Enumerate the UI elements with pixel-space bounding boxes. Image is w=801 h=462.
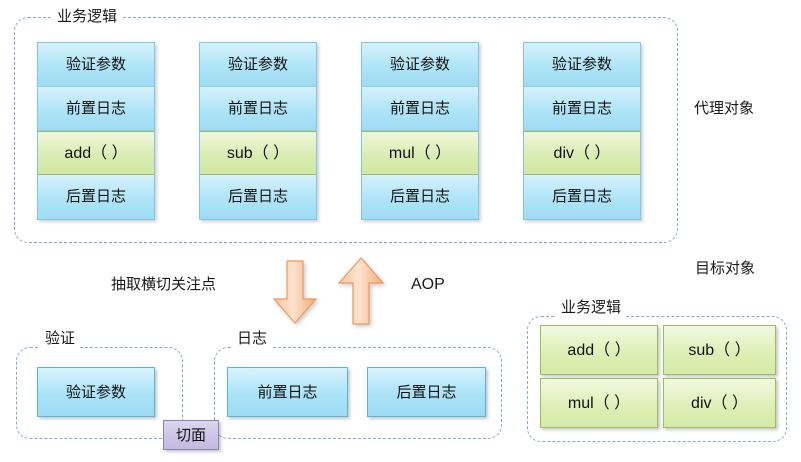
target-business-logic-container	[527, 316, 787, 442]
validate-group-label: 验证	[40, 330, 81, 348]
proxy-object-caption: 代理对象	[694, 100, 755, 117]
log-group-container	[214, 347, 502, 439]
log-group-label: 日志	[232, 330, 273, 348]
stack-cell-post-log: 后置日志	[362, 175, 478, 219]
aop-up-arrow	[337, 257, 385, 325]
stack-cell-method: add（ ）	[38, 131, 154, 175]
target-method-add[interactable]: add（ ）	[540, 325, 658, 375]
stack-cell-post-log: 后置日志	[200, 175, 316, 219]
chip-validate-params[interactable]: 验证参数	[37, 367, 155, 417]
aop-caption: AOP	[411, 276, 445, 293]
extract-crosscutting-caption: 抽取横切关注点	[111, 276, 217, 293]
chip-post-log[interactable]: 后置日志	[367, 367, 486, 417]
stack-cell-validate: 验证参数	[38, 43, 154, 87]
proxy-stack-sub[interactable]: 验证参数 前置日志 sub（ ） 后置日志	[199, 42, 317, 220]
aspect-badge[interactable]: 切面	[163, 420, 219, 450]
proxy-object-container	[14, 17, 678, 243]
stack-cell-pre-log: 前置日志	[362, 87, 478, 131]
target-method-mul[interactable]: mul（ ）	[540, 378, 658, 428]
stack-cell-method: div（ ）	[524, 131, 640, 175]
stack-cell-validate: 验证参数	[362, 43, 478, 87]
stack-cell-method: mul（ ）	[362, 131, 478, 175]
chip-pre-log[interactable]: 前置日志	[227, 367, 348, 417]
proxy-container-label: 业务逻辑	[52, 8, 123, 26]
stack-cell-pre-log: 前置日志	[200, 87, 316, 131]
target-method-sub[interactable]: sub（ ）	[663, 325, 776, 375]
stack-cell-validate: 验证参数	[524, 43, 640, 87]
stack-cell-method: sub（ ）	[200, 131, 316, 175]
stack-cell-post-log: 后置日志	[38, 175, 154, 219]
stack-cell-pre-log: 前置日志	[524, 87, 640, 131]
stack-cell-post-log: 后置日志	[524, 175, 640, 219]
stack-cell-validate: 验证参数	[200, 43, 316, 87]
validate-group-container	[16, 347, 183, 439]
target-object-caption: 目标对象	[695, 260, 756, 277]
stack-cell-pre-log: 前置日志	[38, 87, 154, 131]
proxy-stack-mul[interactable]: 验证参数 前置日志 mul（ ） 后置日志	[361, 42, 479, 220]
target-business-logic-label: 业务逻辑	[556, 299, 627, 317]
target-method-div[interactable]: div（ ）	[663, 378, 776, 428]
proxy-stack-add[interactable]: 验证参数 前置日志 add（ ） 后置日志	[37, 42, 155, 220]
extract-down-arrow	[272, 260, 318, 324]
proxy-stack-div[interactable]: 验证参数 前置日志 div（ ） 后置日志	[523, 42, 641, 220]
